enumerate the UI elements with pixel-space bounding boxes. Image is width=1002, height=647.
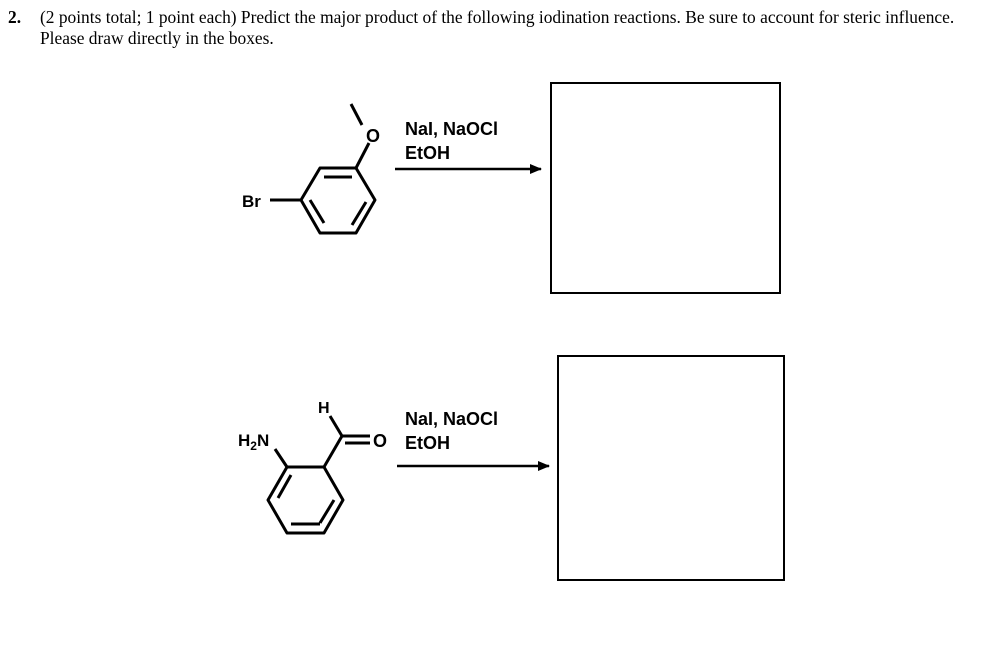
- question-text: (2 points total; 1 point each) Predict t…: [40, 7, 955, 48]
- substrate-1: O Br: [242, 103, 380, 235]
- reagents-1: NaI, NaOCl EtOH: [405, 119, 498, 163]
- reagent-2-line2: EtOH: [405, 433, 450, 453]
- aldehyde-o-label: O: [373, 431, 387, 451]
- aldehyde-h-label: H: [318, 400, 330, 417]
- double-bond-1b: [350, 201, 368, 226]
- oxygen-label-1: O: [366, 126, 380, 146]
- aldehyde-c-h-bond: [328, 415, 344, 437]
- bromine-label: Br: [242, 192, 261, 211]
- double-bond-2a: [276, 474, 293, 499]
- ring-to-carbonyl-bond: [322, 435, 344, 468]
- o-methyl-bond: [349, 103, 364, 126]
- c-o-bond: [354, 142, 371, 169]
- reagent-2-line1: NaI, NaOCl: [405, 409, 498, 429]
- answer-box-2[interactable]: [557, 355, 785, 581]
- reagent-1-line1: NaI, NaOCl: [405, 119, 498, 139]
- reagents-2: NaI, NaOCl EtOH: [405, 409, 498, 453]
- substrate-2: H2N H O: [238, 400, 387, 535]
- question-number: 2.: [8, 7, 22, 27]
- c-n-bond: [273, 448, 289, 468]
- amine-label: H2N: [238, 431, 269, 453]
- double-bond-2b: [318, 499, 336, 524]
- double-bond-1c: [308, 199, 326, 224]
- reagent-1-line2: EtOH: [405, 143, 450, 163]
- answer-box-1[interactable]: [550, 82, 781, 294]
